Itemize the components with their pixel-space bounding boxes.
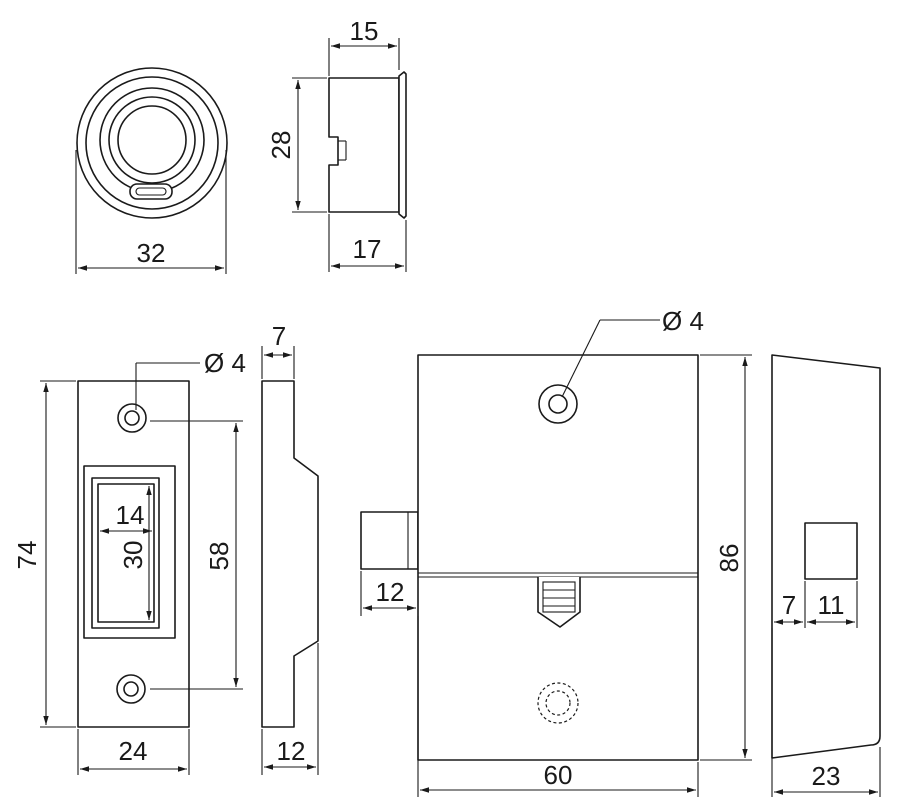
strike-hole-spacing-dimension: 58 — [150, 420, 243, 690]
lock-hole-leader: Ø 4 — [561, 306, 704, 398]
cylinder-total-depth-dimension: 17 — [328, 214, 407, 272]
cylinder-height-label: 28 — [266, 131, 296, 160]
strike-height-label: 74 — [12, 541, 42, 570]
strike-thickness-dimension: 7 — [261, 321, 295, 379]
cylinder-diameter-dimension: 32 — [75, 150, 227, 274]
lock-width-label: 60 — [544, 760, 573, 790]
lock-body-side-view — [771, 354, 881, 759]
strike-width-label: 24 — [119, 736, 148, 766]
cylinder-diameter-label: 32 — [137, 238, 166, 268]
cylinder-depth-dimension: 15 — [328, 16, 400, 76]
lock-width-dimension: 60 — [417, 760, 699, 797]
lock-height-label: 86 — [714, 544, 744, 573]
side-depth-dimension: 23 — [771, 747, 881, 797]
side-bolt-width-dimension: 11 — [807, 581, 858, 628]
side-depth-label: 23 — [812, 761, 841, 791]
lock-bolt-projection-label: 12 — [376, 577, 405, 607]
side-offset-dimension: 7 — [771, 581, 806, 760]
lock-height-dimension: 86 — [700, 354, 752, 761]
cylinder-front-view — [76, 67, 228, 219]
strike-profile-depth-dimension: 12 — [261, 643, 319, 775]
strike-width-dimension: 24 — [77, 729, 190, 775]
cylinder-total-depth-label: 17 — [353, 234, 382, 264]
strike-hole-spacing-label: 58 — [204, 542, 234, 571]
strike-height-dimension: 74 — [12, 380, 76, 728]
cylinder-height-dimension: 28 — [266, 77, 327, 213]
side-bolt-width-label: 11 — [818, 590, 845, 620]
strike-hole-leader: Ø 4 — [135, 348, 246, 410]
lock-hole-diameter-label: Ø 4 — [662, 306, 704, 336]
side-offset-label: 7 — [782, 590, 796, 620]
strike-hole-diameter-label: Ø 4 — [204, 348, 246, 378]
cylinder-depth-label: 15 — [350, 16, 379, 46]
cylinder-side-view — [328, 71, 407, 219]
strike-plate-side-profile — [261, 380, 319, 728]
strike-profile-depth-label: 12 — [277, 736, 306, 766]
lock-bolt-projection-dimension: 12 — [360, 571, 419, 762]
strike-opening-width-label: 14 — [116, 500, 145, 530]
strike-opening-height-label: 30 — [118, 541, 148, 570]
strike-opening-width-dimension: 14 — [100, 500, 152, 534]
lock-body-front-view — [360, 354, 699, 761]
strike-thickness-label: 7 — [272, 321, 286, 351]
strike-opening-height-dimension: 30 — [118, 486, 152, 620]
strike-plate-front-view — [77, 380, 190, 728]
